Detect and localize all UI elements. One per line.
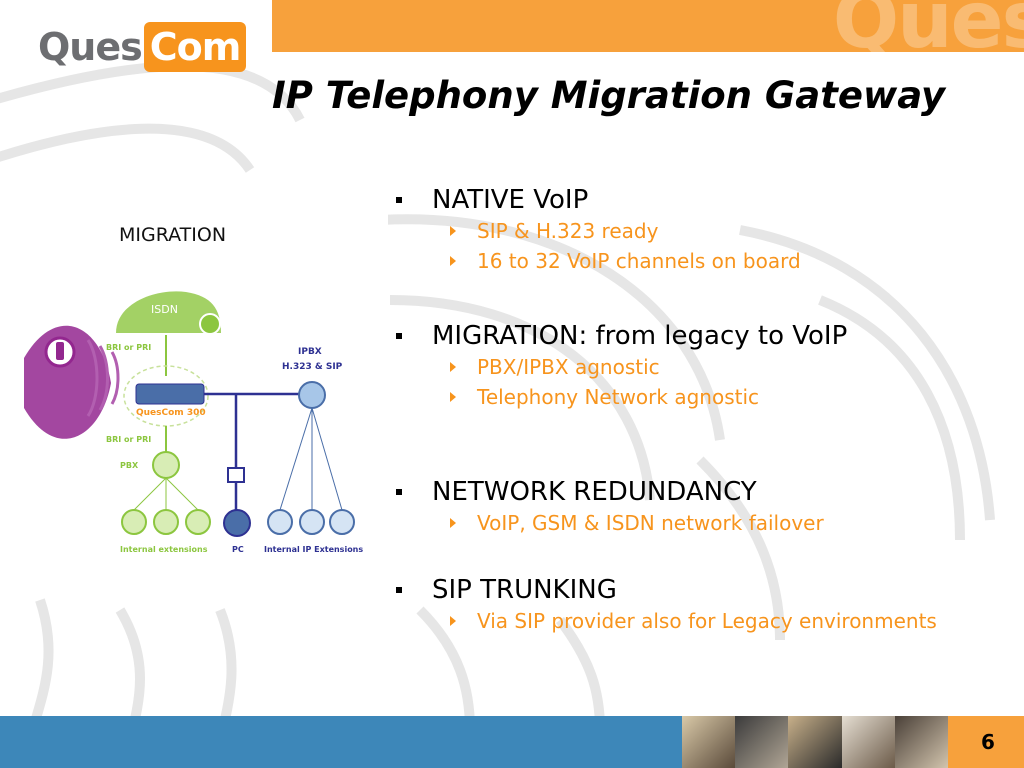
bullet-square-icon bbox=[396, 197, 402, 203]
sub-bullet-text: Telephony Network agnostic bbox=[477, 385, 760, 409]
photo-tile bbox=[682, 716, 736, 768]
isdn-cloud-shape bbox=[116, 291, 221, 333]
pbx-label: PBX bbox=[120, 461, 139, 470]
ipbx-label: IPBX bbox=[298, 347, 322, 357]
sub-bullet-arrow-icon bbox=[450, 392, 456, 402]
sub-bullet-arrow-icon bbox=[450, 616, 456, 626]
migration-diagram: MIGRATION ISDN BRI or PRI QuesCom 300 IP… bbox=[16, 208, 388, 586]
bullet-square-icon bbox=[396, 489, 402, 495]
bullet-group-sip-trunking: SIP TRUNKING Via SIP provider also for L… bbox=[392, 574, 937, 636]
quescom-logo: Ques Com bbox=[38, 20, 247, 74]
photo-tile bbox=[894, 716, 948, 768]
internal-ip-extensions-label: Internal IP Extensions bbox=[264, 545, 363, 554]
ipbx-links bbox=[279, 407, 343, 511]
internal-extensions-label: Internal extensions bbox=[120, 545, 208, 554]
network-diagram-graphic: ISDN BRI or PRI QuesCom 300 IPBX H.323 &… bbox=[24, 291, 363, 554]
pbx-icon bbox=[152, 451, 180, 479]
bullet-square-icon bbox=[396, 333, 402, 339]
sub-bullet-arrow-icon bbox=[450, 256, 456, 266]
internal-extension-icons bbox=[121, 509, 211, 535]
bri-pri-top-label: BRI or PRI bbox=[106, 343, 151, 352]
quescom-300-device bbox=[135, 383, 205, 405]
page-number: 6 bbox=[981, 730, 995, 754]
sub-bullet-text: Via SIP provider also for Legacy environ… bbox=[477, 609, 937, 633]
sub-bullet-text: SIP & H.323 ready bbox=[477, 219, 659, 243]
bullet-heading: SIP TRUNKING bbox=[432, 575, 617, 605]
logo-text-ques: Ques bbox=[38, 25, 143, 69]
sub-bullet-arrow-icon bbox=[450, 226, 456, 236]
wireless-arcs bbox=[86, 339, 120, 417]
pbx-links bbox=[133, 477, 199, 511]
bullet-heading: NATIVE VoIP bbox=[432, 185, 589, 215]
sub-bullet-arrow-icon bbox=[450, 362, 456, 372]
photo-tile bbox=[841, 716, 895, 768]
bullet-square-icon bbox=[396, 587, 402, 593]
diagram-caption: MIGRATION bbox=[119, 224, 227, 246]
bullet-group-network-redundancy: NETWORK REDUNDANCY VoIP, GSM & ISDN netw… bbox=[392, 476, 824, 538]
pc-switch-icon bbox=[227, 467, 245, 483]
sub-bullet-arrow-icon bbox=[450, 518, 456, 528]
bri-pri-bottom-label: BRI or PRI bbox=[106, 435, 151, 444]
sub-bullet-text: PBX/IPBX agnostic bbox=[477, 355, 660, 379]
internal-ip-extension-icons bbox=[267, 509, 355, 535]
slide-title: IP Telephony Migration Gateway bbox=[272, 74, 946, 117]
header-watermark: Ques bbox=[832, 0, 1024, 52]
photo-tile bbox=[735, 716, 789, 768]
logo-text-com: Com bbox=[143, 22, 247, 72]
header-bar: Ques bbox=[272, 0, 1024, 52]
bullet-group-native-voip: NATIVE VoIP SIP & H.323 ready 16 to 32 V… bbox=[392, 184, 801, 276]
isdn-phone-icon bbox=[199, 313, 221, 335]
sub-bullet-text: VoIP, GSM & ISDN network failover bbox=[477, 511, 824, 535]
footer-photo-strip bbox=[682, 716, 948, 768]
page-number-box: 6 bbox=[948, 716, 1024, 768]
bullet-heading: MIGRATION: from legacy to VoIP bbox=[432, 321, 848, 351]
pc-label: PC bbox=[232, 545, 244, 554]
h323-sip-label: H.323 & SIP bbox=[282, 362, 343, 372]
ipbx-icon bbox=[298, 381, 326, 409]
quescom-device-label: QuesCom 300 bbox=[136, 408, 206, 418]
photo-tile bbox=[788, 716, 842, 768]
pc-icon bbox=[223, 509, 251, 537]
bullet-group-migration: MIGRATION: from legacy to VoIP PBX/IPBX … bbox=[392, 320, 847, 412]
sub-bullet-text: 16 to 32 VoIP channels on board bbox=[477, 249, 801, 273]
bullet-heading: NETWORK REDUNDANCY bbox=[432, 477, 757, 507]
isdn-label: ISDN bbox=[151, 303, 178, 316]
